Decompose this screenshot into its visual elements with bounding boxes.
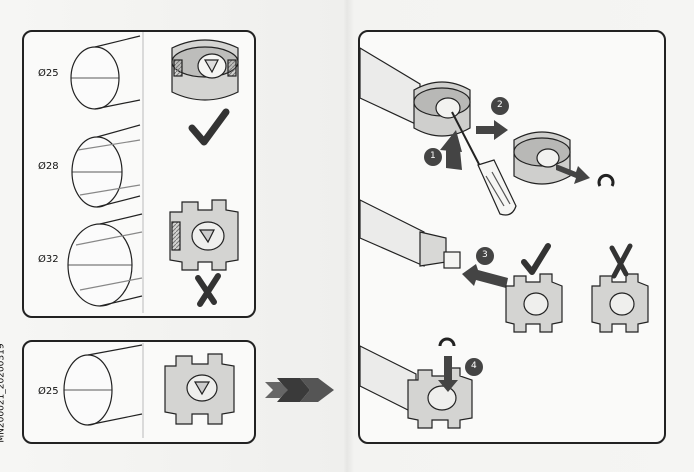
step3-arrow [462, 264, 508, 288]
tube-32 [67, 213, 143, 307]
step-number-1: 1 [430, 151, 436, 161]
adapter-correct [505, 273, 563, 333]
step1-arrow [440, 130, 462, 170]
step-badge-2 [491, 97, 509, 115]
adapter-installed [407, 367, 473, 429]
tube-25 [70, 35, 141, 110]
motor-tube-mid [359, 199, 461, 269]
circlip-bottom-icon [438, 337, 456, 347]
diameter-label-25: Ø25 [38, 68, 59, 79]
cross-mark-icon [195, 273, 221, 307]
adapter-on-motor [413, 81, 471, 137]
document-id: MN200021_20200319 [0, 343, 7, 443]
diameter-label-28: Ø28 [38, 161, 59, 172]
step-badge-4 [465, 358, 483, 376]
tube-25-bottom [63, 344, 143, 426]
step-number-3: 3 [482, 250, 488, 260]
step-number-2: 2 [497, 100, 503, 110]
next-arrow-icon [265, 378, 334, 402]
tube-28 [71, 124, 141, 208]
check-mark-icon [188, 108, 230, 146]
check-mark-right-icon [521, 243, 551, 275]
circlip-icon [597, 173, 615, 187]
adapter-wrong [591, 273, 649, 333]
motor-tube-top [359, 46, 421, 127]
step2-arrow [476, 120, 508, 140]
step-number-4: 4 [471, 361, 477, 371]
diameter-label-25-bottom: Ø25 [38, 386, 59, 397]
diameter-label-32: Ø32 [38, 254, 59, 265]
adapter-star-bottom [164, 353, 235, 425]
screwdriver-icon [451, 111, 517, 216]
step-badge-3 [476, 247, 494, 265]
adapter-round [171, 39, 239, 101]
step2b-arrow [556, 164, 590, 184]
adapter-star [169, 199, 239, 271]
step-badge-1 [424, 148, 442, 166]
step4-arrow [438, 356, 458, 392]
cross-mark-right-icon [609, 243, 633, 279]
adapter-removed [513, 131, 571, 185]
